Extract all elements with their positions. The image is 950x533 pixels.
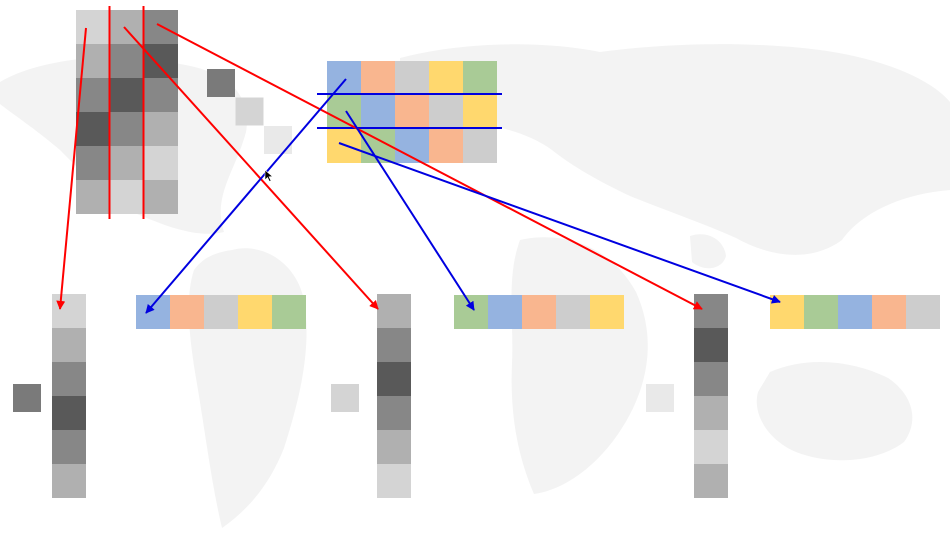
gray-matrix-cell-r0-c0 <box>76 10 110 44</box>
output-column-0-cell-1 <box>52 328 86 362</box>
color-matrix-cell-r0-c3 <box>429 61 463 95</box>
output-column-1-cell-5 <box>377 464 411 498</box>
red-arrow-0 <box>56 27 87 310</box>
gray-matrix-cell-r5-c1 <box>110 180 144 214</box>
gray-matrix-cell-r2-c1 <box>110 78 144 112</box>
map-landmass-3 <box>188 248 307 529</box>
output-row-1-cell-4 <box>590 295 624 329</box>
output-column-1-cell-4 <box>377 430 411 464</box>
output-column-1-cell-3 <box>377 396 411 430</box>
output-row-0-cell-4 <box>272 295 306 329</box>
output-column-1-cell-0 <box>377 294 411 328</box>
output-column-1-cell-1 <box>377 328 411 362</box>
red-arrow-2 <box>156 23 703 310</box>
gray-matrix-cell-r1-c1 <box>110 44 144 78</box>
output-column-2-cell-5 <box>694 464 728 498</box>
gray-matrix-cell-r0-c1 <box>110 10 144 44</box>
color-matrix-cell-r0-c0 <box>327 61 361 95</box>
output-row-0-cell-0 <box>136 295 170 329</box>
diagonal-swatch-1 <box>235 97 264 126</box>
output-column-0-cell-5 <box>52 464 86 498</box>
output-column-0-cell-2 <box>52 362 86 396</box>
color-matrix-cell-r1-c0 <box>327 95 361 129</box>
gray-matrix-cell-r3-c2 <box>144 112 178 146</box>
map-landmass-2 <box>400 44 950 255</box>
output-column-0-cell-4 <box>52 430 86 464</box>
output-column-2-cell-3 <box>694 396 728 430</box>
map-landmass-6 <box>690 234 726 269</box>
output-row-0-cell-1 <box>170 295 204 329</box>
color-matrix-cell-r2-c4 <box>463 129 497 163</box>
red-arrow-1 <box>123 26 379 310</box>
gray-matrix-cell-r3-c0 <box>76 112 110 146</box>
blue-arrow-2 <box>338 142 781 304</box>
output-row-1-cell-2 <box>522 295 556 329</box>
color-matrix-cell-r0-c2 <box>395 61 429 95</box>
map-landmass-5 <box>756 361 913 461</box>
gray-matrix-cell-r4-c0 <box>76 146 110 180</box>
color-matrix-cell-r0-c1 <box>361 61 395 95</box>
output-row-2-cell-4 <box>906 295 940 329</box>
output-column-2-cell-1 <box>694 328 728 362</box>
slice-lines <box>108 6 502 219</box>
color-matrix-cell-r2-c3 <box>429 129 463 163</box>
diagonal-swatch-2 <box>264 126 292 154</box>
output-row-1-cell-3 <box>556 295 590 329</box>
matrix-cells <box>13 10 940 498</box>
gray-matrix-cell-r1-c2 <box>144 44 178 78</box>
color-matrix-cell-r1-c3 <box>429 95 463 129</box>
output-column-0-cell-3 <box>52 396 86 430</box>
gray-matrix-cell-r4-c1 <box>110 146 144 180</box>
blue-arrow-0 <box>145 78 347 314</box>
output-row-0-cell-3 <box>238 295 272 329</box>
output-column-1-cell-2 <box>377 362 411 396</box>
map-landmass-4 <box>511 237 648 494</box>
output-column-0-cell-0 <box>52 294 86 328</box>
gray-matrix-cell-r4-c2 <box>144 146 178 180</box>
output-row-1-cell-0 <box>454 295 488 329</box>
gray-matrix-cell-r5-c2 <box>144 180 178 214</box>
color-matrix-cell-r1-c1 <box>361 95 395 129</box>
color-matrix-cell-r2-c0 <box>327 129 361 163</box>
gray-matrix-cell-r3-c1 <box>110 112 144 146</box>
gray-matrix-cell-r2-c2 <box>144 78 178 112</box>
output-swatch-1 <box>331 384 359 412</box>
output-row-0-cell-2 <box>204 295 238 329</box>
mouse-pointer-icon <box>264 169 274 182</box>
color-matrix-cell-r1-c4 <box>463 95 497 129</box>
output-column-2-cell-0 <box>694 294 728 328</box>
color-matrix-cell-r1-c2 <box>395 95 429 129</box>
color-matrix-cell-r0-c4 <box>463 61 497 95</box>
gray-matrix-cell-r5-c0 <box>76 180 110 214</box>
mapping-arrows <box>56 23 781 314</box>
output-swatch-0 <box>13 384 41 412</box>
output-row-1-cell-1 <box>488 295 522 329</box>
output-row-2-cell-3 <box>872 295 906 329</box>
output-column-2-cell-2 <box>694 362 728 396</box>
mouse-cursor <box>264 169 274 182</box>
blue-arrow-1 <box>345 110 475 311</box>
output-column-2-cell-4 <box>694 430 728 464</box>
diagonal-swatch-0 <box>207 69 235 97</box>
output-swatch-2 <box>646 384 674 412</box>
output-row-2-cell-2 <box>838 295 872 329</box>
output-row-2-cell-1 <box>804 295 838 329</box>
